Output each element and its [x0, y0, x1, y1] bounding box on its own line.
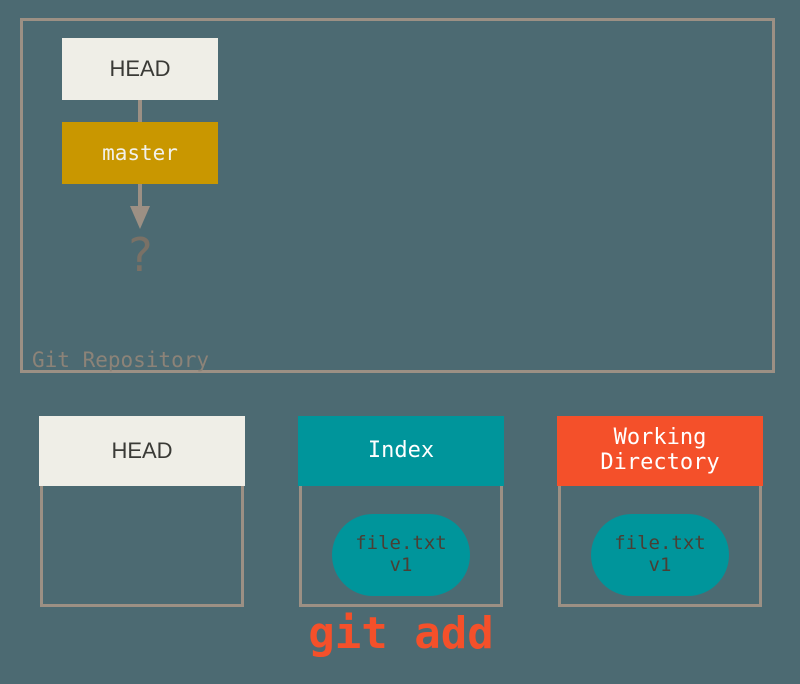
area-index-title: Index — [367, 437, 435, 463]
area-index-header: Index — [298, 416, 504, 486]
area-index: Index file.txt v1 — [298, 416, 504, 607]
area-working-directory: Working Directory file.txt v1 — [557, 416, 763, 607]
git-repository-label: Git Repository — [32, 348, 210, 372]
area-working-directory-file-blob: file.txt v1 — [591, 514, 729, 596]
area-index-file-blob: file.txt v1 — [332, 514, 470, 596]
area-working-directory-header: Working Directory — [557, 416, 763, 486]
git-repository-frame — [20, 18, 775, 373]
repo-head-box: HEAD — [62, 38, 218, 100]
arrow-head-icon — [130, 206, 150, 229]
connector-head-to-master — [138, 100, 142, 122]
area-head: HEAD — [39, 416, 245, 607]
repo-master-box: master — [62, 122, 218, 184]
repo-master-label: master — [102, 141, 178, 165]
unknown-commit-label: ? — [126, 228, 154, 282]
area-head-header: HEAD — [39, 416, 245, 486]
git-command-caption: git add — [308, 608, 494, 659]
repo-head-label: HEAD — [109, 56, 171, 81]
area-working-directory-title: Working Directory — [600, 425, 720, 475]
area-head-title: HEAD — [111, 437, 173, 463]
arrow-stem-master-to-commit — [138, 184, 142, 210]
